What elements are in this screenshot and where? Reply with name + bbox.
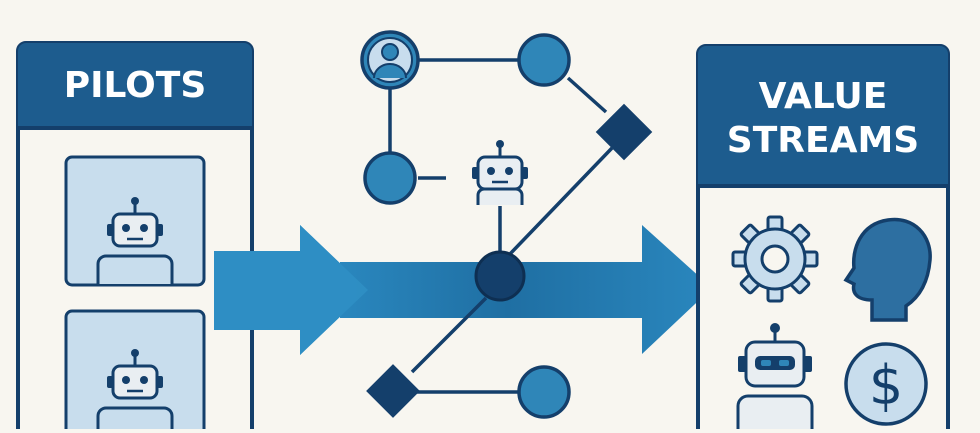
robot-body [96,254,174,284]
value-streams-title-line1: VALUE [759,76,888,117]
pilots-panel: PILOTS [16,41,254,433]
diamond-node [366,364,420,418]
value-streams-header [698,46,948,186]
arrow-right-head [340,225,712,354]
pilot-card-1 [64,155,206,287]
network-edges [388,58,614,394]
head-icon [843,217,932,322]
pilot-card-2 [64,309,206,433]
circle-node [517,33,571,87]
pilots-header [18,43,252,128]
gear-icon [731,215,819,303]
dollar-symbol: $ [869,354,903,417]
robot-body [96,406,174,433]
dollar-icon: $ [844,342,928,426]
value-streams-panel: VALUE STREAMS [696,44,950,433]
flow-arrow [214,225,712,355]
circle-node [363,151,417,205]
network-graph [360,30,653,419]
person-node [360,30,420,90]
pilots-title: PILOTS [64,65,207,106]
circle-node [517,365,571,419]
robot-icon [736,323,814,433]
robot-node [470,138,530,205]
value-streams-title-line2: STREAMS [727,120,919,161]
hub-node [474,250,526,302]
